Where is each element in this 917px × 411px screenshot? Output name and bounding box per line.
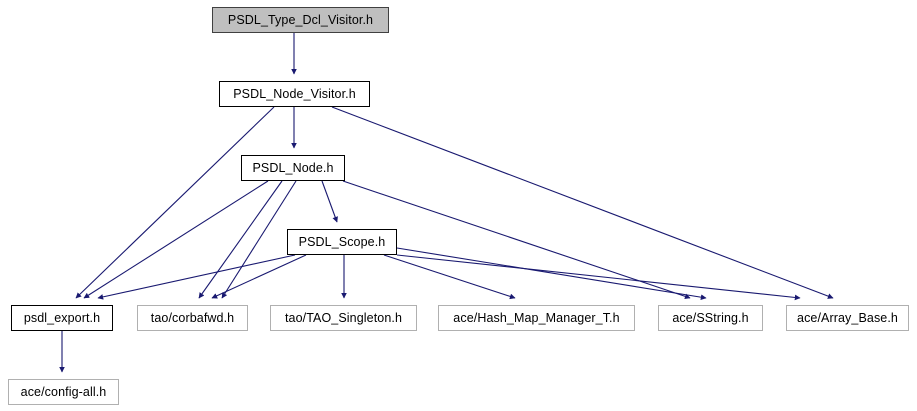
node-label-nodevisitor: PSDL_Node_Visitor.h [233, 86, 356, 101]
edge-nodevisitor-to-arraybase [331, 106, 834, 299]
node-root[interactable]: PSDL_Type_Dcl_Visitor.h [212, 7, 389, 33]
edge-nodevisitor-to-export [75, 106, 275, 299]
edge-scope-to-corbafwd [211, 254, 307, 299]
node-label-scope: PSDL_Scope.h [298, 234, 386, 249]
edge-node-to-export [83, 180, 269, 299]
node-export[interactable]: psdl_export.h [11, 305, 113, 331]
node-nodevisitor[interactable]: PSDL_Node_Visitor.h [219, 81, 370, 107]
node-label-export: psdl_export.h [23, 310, 101, 325]
node-label-arraybase: ace/Array_Base.h [797, 310, 898, 325]
node-label-configall: ace/config-all.h [20, 384, 107, 399]
edge-scope-to-hashmap [383, 254, 516, 300]
node-label-root: PSDL_Type_Dcl_Visitor.h [227, 12, 374, 27]
node-label-node: PSDL_Node.h [252, 160, 334, 175]
node-singleton[interactable]: tao/TAO_Singleton.h [270, 305, 417, 331]
edge-layer [59, 33, 834, 373]
edge-node-to-corbafwd [221, 180, 297, 299]
node-label-corbafwd: tao/corbafwd.h [150, 310, 235, 325]
node-configall[interactable]: ace/config-all.h [8, 379, 119, 405]
edge-scope-to-export [97, 254, 296, 300]
edge-scope-to-sstring [396, 247, 707, 301]
node-corbafwd[interactable]: tao/corbafwd.h [137, 305, 248, 331]
edge-scope-to-arraybase [396, 254, 801, 301]
node-label-hashmap: ace/Hash_Map_Manager_T.h [453, 310, 620, 325]
node-scope[interactable]: PSDL_Scope.h [287, 229, 397, 255]
edge-node-to-scope [321, 180, 338, 223]
node-sstring[interactable]: ace/SString.h [658, 305, 763, 331]
node-hashmap[interactable]: ace/Hash_Map_Manager_T.h [438, 305, 635, 331]
edge-node-to-corbafwd [198, 180, 283, 299]
edge-node-to-sstring [342, 180, 691, 300]
node-label-singleton: tao/TAO_Singleton.h [284, 310, 403, 325]
node-node[interactable]: PSDL_Node.h [241, 155, 345, 181]
node-label-sstring: ace/SString.h [672, 310, 749, 325]
node-arraybase[interactable]: ace/Array_Base.h [786, 305, 909, 331]
